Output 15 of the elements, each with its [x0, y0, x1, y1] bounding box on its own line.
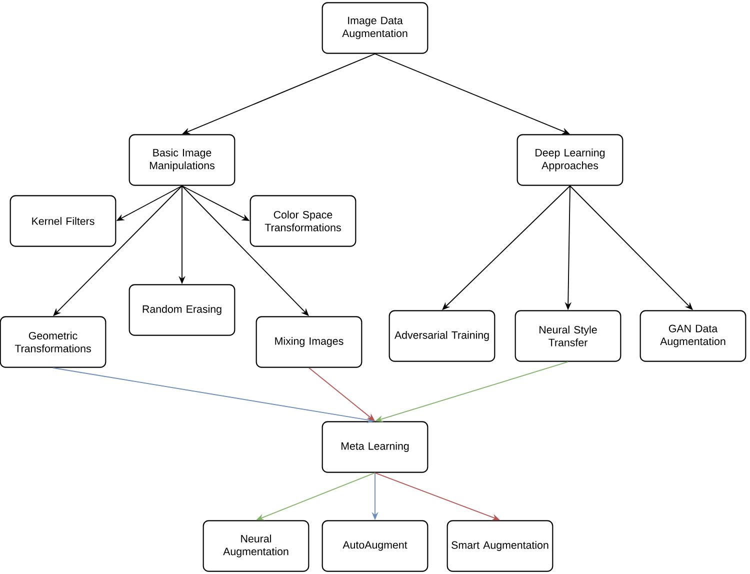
process-box: AutoAugment: [322, 520, 428, 572]
process-box: Meta Learning: [322, 421, 428, 473]
process-box: GAN Data Augmentation: [640, 310, 746, 362]
process-box: Random Erasing: [128, 284, 236, 336]
process-box: Geometric Transformations: [0, 316, 106, 368]
process-box: Neural Style Transfer: [514, 310, 622, 362]
process-box: Basic Image Manipulations: [128, 134, 236, 186]
process-box: Adversarial Training: [388, 310, 496, 362]
process-box: Image Data Augmentation: [322, 2, 428, 54]
process-box: Deep Learning Approaches: [516, 134, 624, 186]
process-box: Smart Augmentation: [446, 520, 554, 572]
process-box: Kernel Filters: [10, 195, 116, 247]
process-box: Mixing Images: [256, 316, 362, 368]
process-box: Color Space Transformations: [250, 195, 356, 247]
process-box: Neural Augmentation: [202, 520, 310, 572]
